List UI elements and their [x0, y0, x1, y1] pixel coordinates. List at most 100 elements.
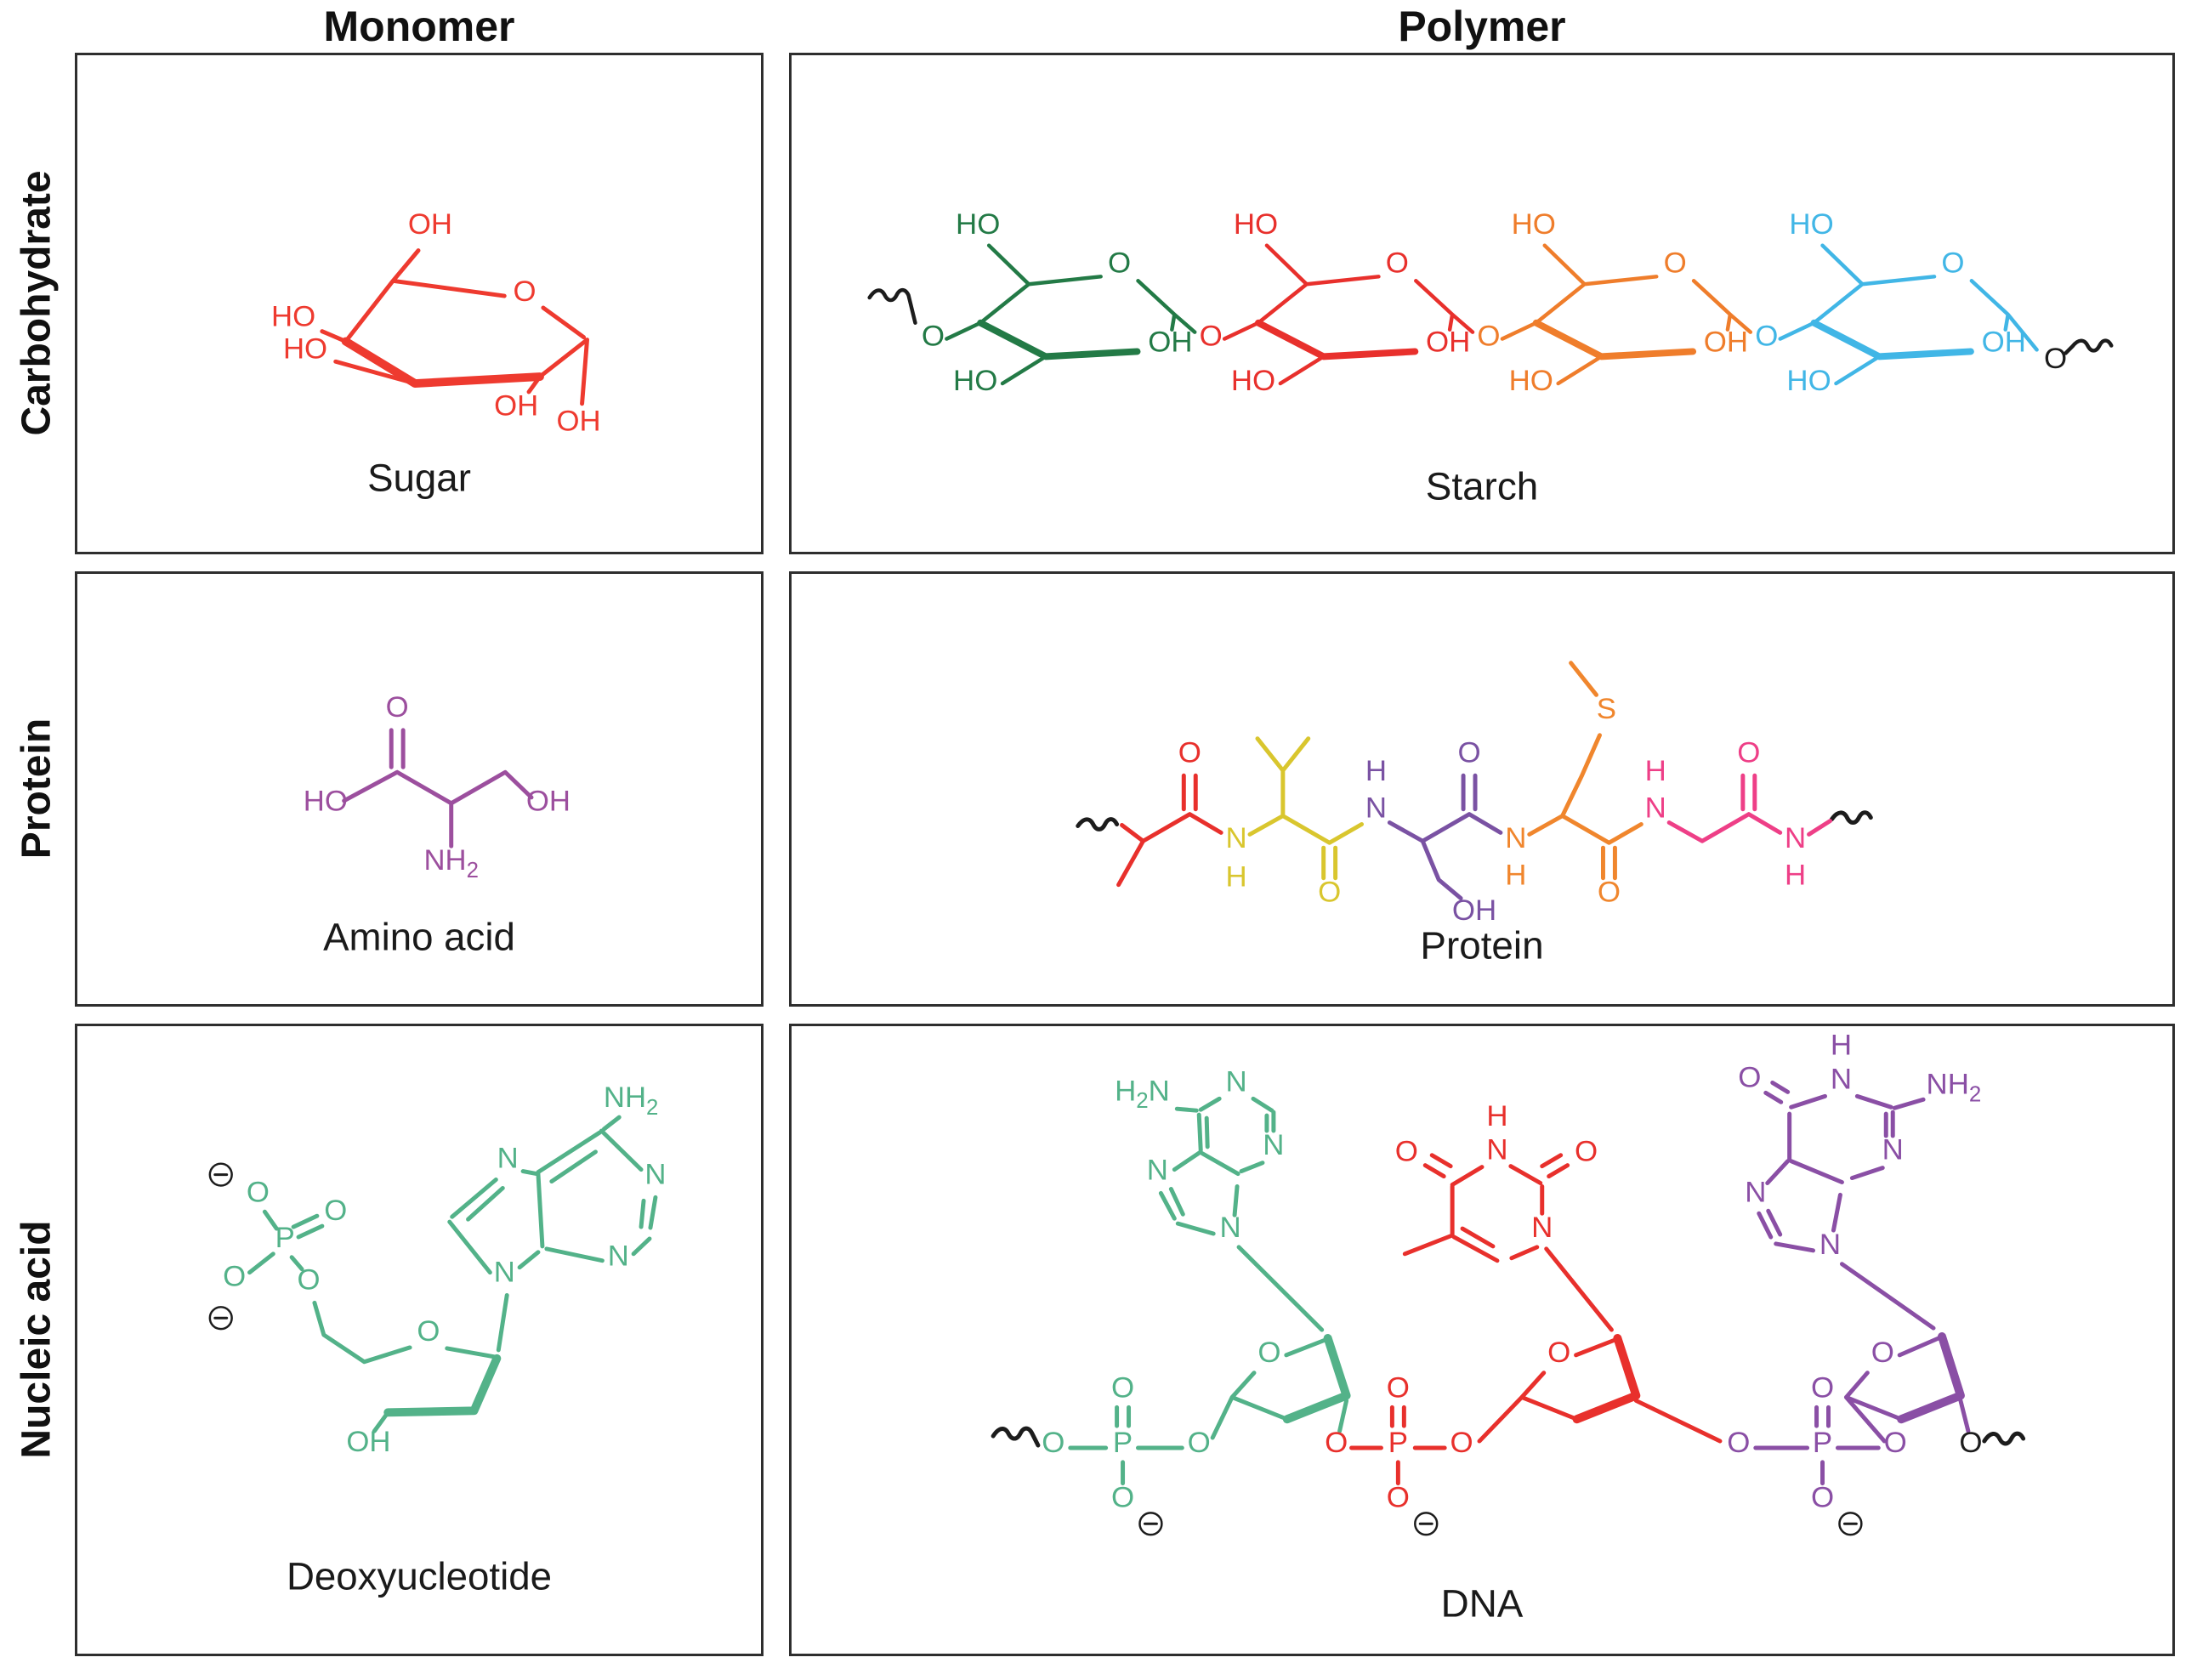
amino-nh2-label: NH2: [423, 844, 479, 883]
carbonyl-o-label: O: [1598, 877, 1621, 909]
starch-unit-bonds: [1500, 243, 1753, 386]
amide-h-label: H: [1505, 860, 1526, 892]
serine-oh-label: OH: [1452, 894, 1496, 927]
amino-oh-label: OH: [526, 786, 571, 818]
phosphate-o-below-label: O: [1111, 1481, 1134, 1513]
phosphate-o-double-label: O: [1811, 1372, 1834, 1405]
adenine-n3-label: N: [1263, 1129, 1284, 1161]
squiggle-bond-left: [991, 1426, 1041, 1448]
adenine-nh2-label: NH2: [604, 1081, 659, 1120]
sulfur-label: S: [1597, 693, 1616, 725]
phosphate-o-left-label: O: [1042, 1427, 1064, 1459]
phosphate-o-below-label: O: [1811, 1481, 1834, 1513]
residue-2-bonds: [1247, 736, 1365, 881]
starch-ho-top-label: HO: [1234, 208, 1278, 241]
deoxynucleotide-bonds: [247, 1115, 658, 1433]
sugar-ring-o-label: O: [1871, 1337, 1894, 1369]
negative-charge-icon: [1414, 1512, 1439, 1536]
starch-unit-bonds: [945, 243, 1197, 386]
column-header-polymer: Polymer: [1398, 3, 1566, 50]
starch-unit-bold-bonds: [1810, 319, 1974, 360]
column-header-monomer: Monomer: [323, 3, 515, 50]
phosphate-o-right-label: O: [1884, 1427, 1907, 1459]
sugar-ring-o-label: O: [514, 275, 536, 308]
guanine-o-label: O: [1738, 1061, 1761, 1093]
starch-ho-bottom-label: HO: [1509, 365, 1553, 397]
thymine-o-right-label: O: [1575, 1136, 1598, 1168]
starch-ring-o-label: O: [1664, 247, 1687, 279]
sugar-oh-anomeric-label: OH: [557, 406, 601, 438]
amino-ho-label: HO: [304, 786, 348, 818]
phosphate-o-top-label: O: [247, 1176, 270, 1208]
guanine-n9-label: N: [1819, 1229, 1841, 1261]
adenine-n7-label: N: [497, 1143, 519, 1175]
adenine-n1-label: N: [1225, 1065, 1246, 1098]
starch-oh-right-label: OH: [1982, 326, 2026, 359]
phosphate-p-label: P: [1813, 1427, 1832, 1459]
caption-amino-acid: Amino acid: [323, 916, 515, 959]
phosphate-o-right-label: O: [1188, 1427, 1211, 1459]
thymine-n3-label: N: [1486, 1134, 1507, 1166]
carbonyl-o-label: O: [1318, 877, 1341, 909]
starch-structure: O HO O OH HO O HO O OH HO O HO O OH HO O…: [867, 208, 2114, 508]
starch-ho-bottom-label: HO: [1786, 365, 1831, 397]
phosphate-p-label: P: [1388, 1427, 1408, 1459]
phosphate-o-double-label: O: [1111, 1372, 1134, 1405]
starch-ho-top-label: HO: [1789, 208, 1833, 241]
phosphate-p-label: P: [275, 1222, 295, 1254]
starch-ho-bottom-label: HO: [1231, 365, 1275, 397]
phosphate-o-side-label: O: [223, 1261, 246, 1293]
thymine-n1-label: N: [1531, 1212, 1553, 1244]
sugar-ho-lower-label: HO: [283, 332, 327, 365]
thymine-nucleotide-bonds: [1349, 1153, 1723, 1486]
adenine-n1-label: N: [644, 1159, 666, 1191]
starch-bridge-o-label: O: [1200, 321, 1223, 353]
deoxynucleotide-structure: O P O O O O OH NH2 N N N N Deoxyucleotid…: [208, 1081, 666, 1598]
dna-structure: H2N N N N N O O P O O O O H N O N O O P …: [991, 1030, 2026, 1625]
panel-carbohydrate-polymer: O HO O OH HO O HO O OH HO O HO O OH HO O…: [789, 53, 2175, 554]
squiggle-bond-right: [1982, 1431, 2026, 1446]
guanine-nucleotide-bonds: [1753, 1080, 1971, 1486]
sugar-oh-label: OH: [346, 1426, 390, 1458]
amino-acid-structure: O HO OH NH2 Amino acid: [304, 691, 571, 959]
caption-deoxynucleotide: Deoxyucleotide: [287, 1555, 552, 1598]
adenine-n9-label: N: [494, 1257, 515, 1289]
starch-unit-bold-bonds: [1532, 319, 1697, 360]
adenine-n9-label: N: [1220, 1212, 1241, 1244]
sugar-ring-o-label: O: [417, 1315, 440, 1348]
starch-oh-right-label: OH: [1704, 326, 1748, 359]
starch-ring-o-label: O: [1941, 247, 1964, 279]
adenine-nucleotide-bonds: [1068, 1096, 1349, 1486]
sugar-ring-o-label: O: [1547, 1337, 1570, 1369]
starch-ho-bottom-label: HO: [953, 365, 997, 397]
sugar-oh-bottom-label: OH: [494, 390, 538, 423]
amide-n-label: N: [1645, 792, 1666, 825]
guanine-sugar-bold-bonds: [1897, 1332, 1965, 1424]
phosphate-o-left-label: O: [1325, 1427, 1348, 1459]
guanine-n1-label: N: [1831, 1063, 1852, 1095]
starch-unit-bonds: [1778, 243, 2039, 386]
amino-carbonyl-o-label: O: [386, 691, 409, 724]
starch-bridge-o-label: O: [1755, 321, 1778, 353]
negative-charge-icon: [208, 1306, 233, 1331]
protein-structure: O N H O H N OH O N H S O H N O N H Prote…: [1076, 661, 1873, 968]
residue-3-bonds: [1387, 773, 1503, 900]
residue-4-bonds: [1527, 661, 1643, 881]
guanine-n3-label: N: [1882, 1134, 1904, 1166]
sugar-oh-top-label: OH: [408, 208, 452, 241]
panel-protein-monomer: O HO OH NH2 Amino acid: [75, 571, 764, 1007]
adenine-sugar-bold-bonds: [1282, 1334, 1351, 1424]
squiggle-bond-left: [867, 287, 917, 325]
amide-h-label: H: [1645, 755, 1666, 787]
residue-1-bonds: [1116, 773, 1223, 888]
caption-sugar: Sugar: [367, 457, 471, 500]
sugar-bonds: [320, 248, 590, 406]
starch-ring-o-label: O: [1108, 247, 1131, 279]
panel-carbohydrate-monomer: OH O HO HO OH OH Sugar: [75, 53, 764, 554]
amide-h-label: H: [1225, 861, 1246, 894]
negative-charge-icon: [1838, 1512, 1863, 1536]
starch-unit-bold-bonds: [977, 319, 1141, 360]
starch-oh-right-label: OH: [1148, 326, 1192, 359]
panel-nucleic-polymer: H2N N N N N O O P O O O O H N O N O O P …: [789, 1024, 2175, 1656]
